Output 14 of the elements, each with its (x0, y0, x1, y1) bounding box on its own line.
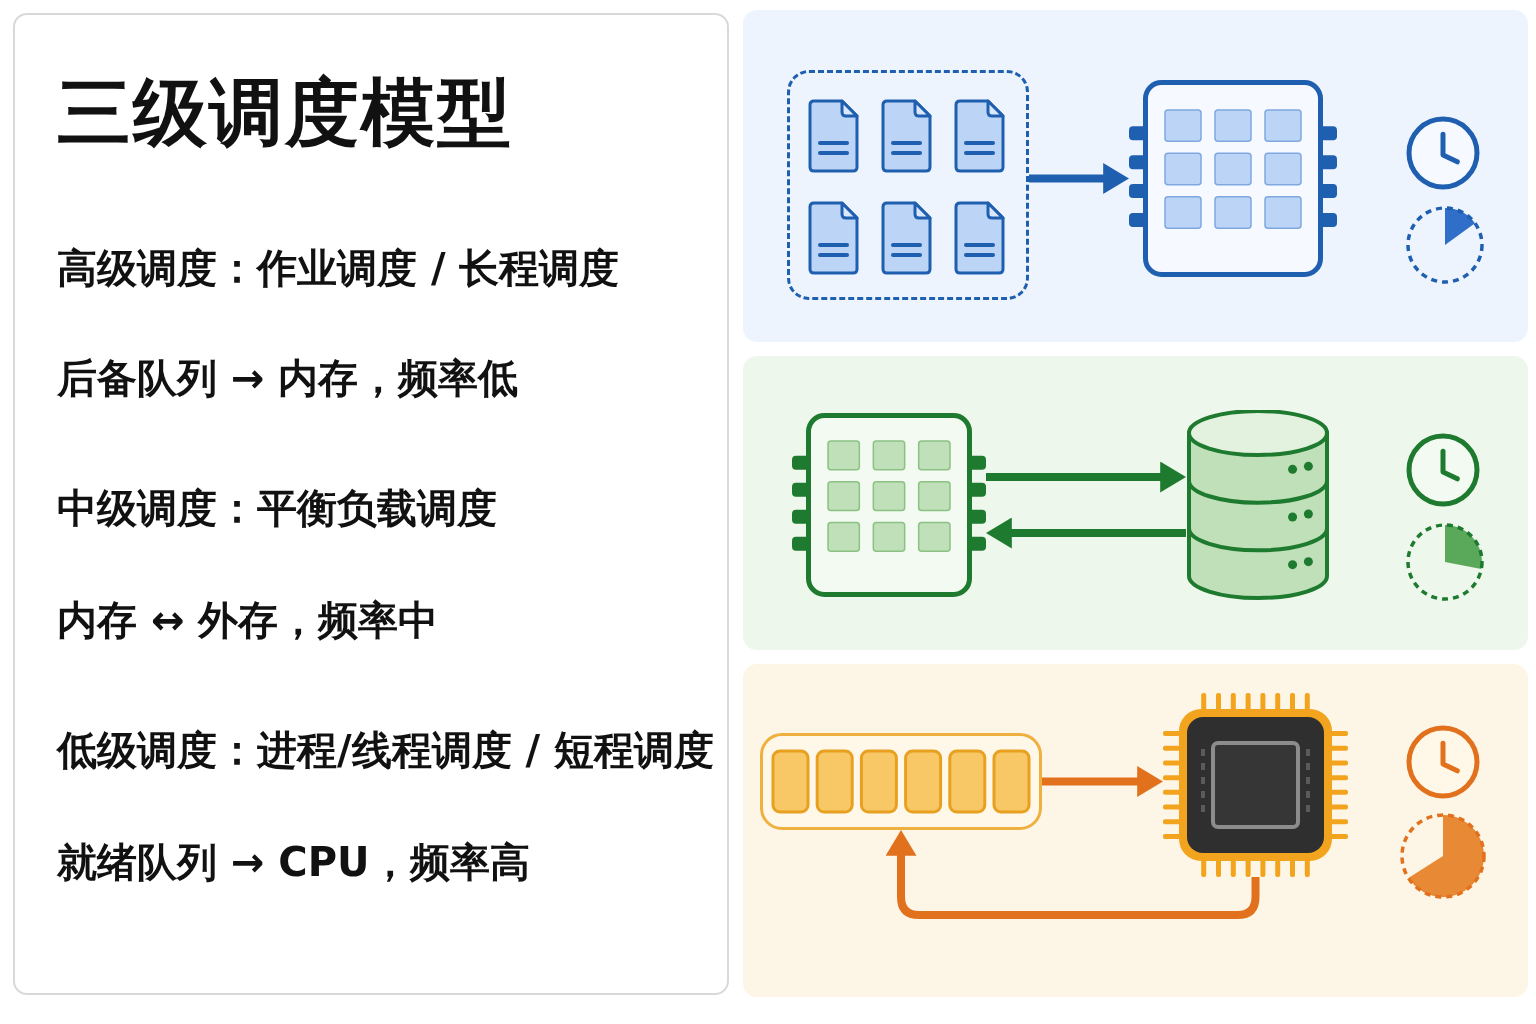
arrow (1042, 766, 1163, 797)
body-text: 后备队列 → 内存，频率低 (57, 354, 519, 403)
scheduling-panel (743, 664, 1528, 997)
scheduling-panel (743, 356, 1528, 650)
body-text: 内存 ↔ 外存，频率中 (57, 596, 439, 645)
document-group (787, 70, 1029, 300)
text-card (13, 13, 729, 995)
body-text: 低级调度：进程/线程调度 / 短程调度 (57, 726, 715, 775)
heading: 三级调度模型 (57, 68, 513, 157)
body-text: 高级调度：作业调度 / 长程调度 (57, 244, 620, 293)
arrow (885, 830, 1260, 919)
body-text: 中级调度：平衡负载调度 (57, 484, 497, 533)
body-text: 就绪队列 → CPU，频率高 (57, 838, 530, 887)
scheduling-panel (743, 10, 1528, 342)
